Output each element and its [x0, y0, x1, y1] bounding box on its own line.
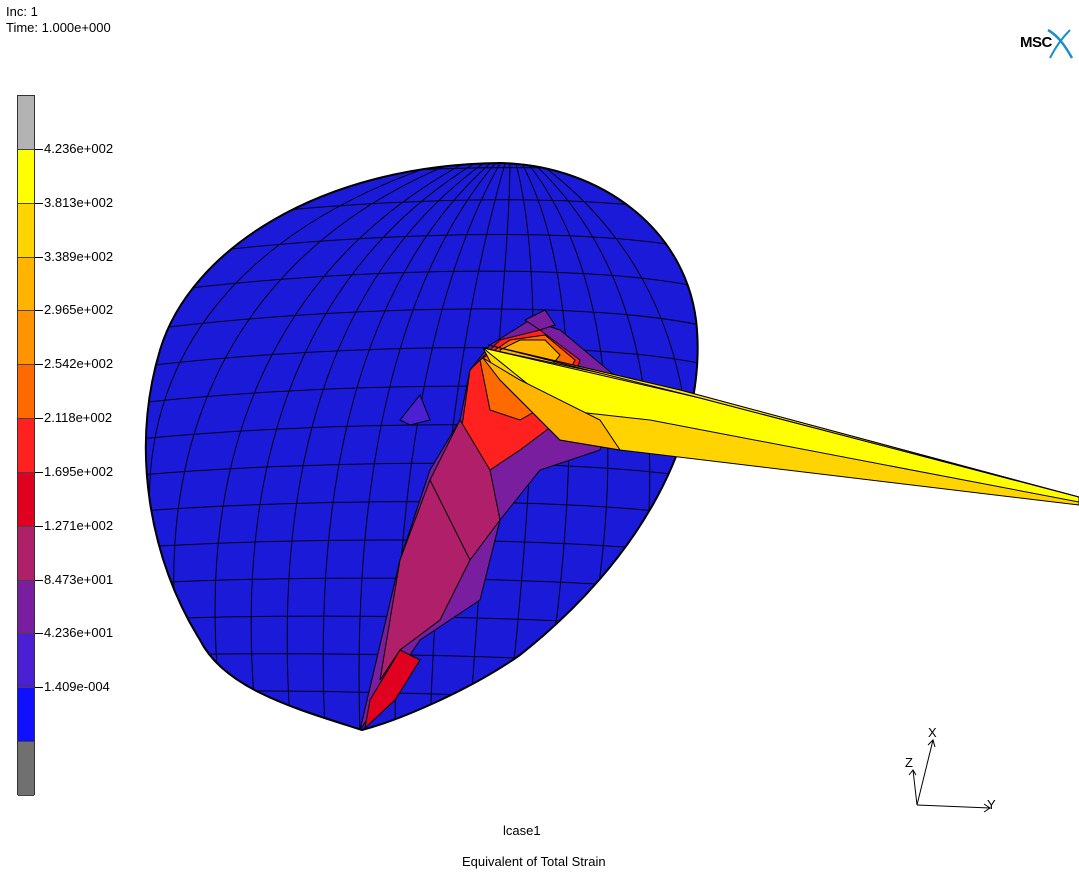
legend-tick-label: 3.813e+002: [44, 194, 114, 210]
legend-band: [18, 634, 34, 689]
legend-band: [18, 365, 34, 420]
legend-band: [18, 311, 34, 366]
legend-band: [18, 688, 34, 743]
legend-tick-mark: [35, 579, 43, 581]
legend-tick-mark: [35, 471, 43, 473]
legend-tick-mark: [35, 148, 43, 150]
legend-tick-label: 1.695e+002: [44, 463, 114, 479]
legend-tick-label: 4.236e+001: [44, 625, 114, 641]
legend-tick-label: 2.542e+002: [44, 356, 114, 372]
legend-band: [18, 742, 34, 796]
legend-tick-label: 3.389e+002: [44, 248, 114, 264]
legend-band: [18, 472, 34, 527]
legend-band: [18, 580, 34, 635]
axis-x-label: X: [928, 725, 937, 740]
increment-label: Inc: 1: [6, 4, 38, 19]
legend-tick-mark: [35, 418, 43, 420]
logo-swirl-icon: [1047, 28, 1074, 59]
axis-triad: X Z Y: [895, 725, 1005, 820]
msc-logo: MSC: [1020, 26, 1076, 62]
deformed-spike: [482, 344, 1079, 506]
legend-tick-mark: [35, 687, 43, 689]
time-label: Time: 1.000e+000: [6, 20, 111, 35]
legend-tick-mark: [35, 633, 43, 635]
legend-band: [18, 257, 34, 312]
logo-text: MSC: [1020, 34, 1052, 51]
axis-y-label: Y: [987, 797, 996, 812]
legend-band: [18, 149, 34, 204]
legend-tick-label: 1.409e-004: [44, 679, 110, 695]
legend-tick-mark: [35, 202, 43, 204]
legend-band: [18, 203, 34, 258]
axis-triad-icon: [908, 739, 991, 813]
legend-tick-label: 4.236e+002: [44, 140, 114, 156]
legend-band: [18, 526, 34, 581]
loadcase-label: lcase1: [503, 823, 541, 838]
legend-band: [18, 419, 34, 473]
legend-tick-mark: [35, 256, 43, 258]
legend-tick-mark: [35, 364, 43, 366]
legend-tick-mark: [35, 525, 43, 527]
legend-tick-label: 8.473e+001: [44, 571, 114, 587]
legend-band: [18, 96, 34, 150]
legend-tick-label: 1.271e+002: [44, 517, 114, 533]
legend-tick-mark: [35, 310, 43, 312]
axis-z-label: Z: [905, 755, 913, 770]
legend-tick-label: 2.965e+002: [44, 302, 114, 318]
legend-tick-label: 2.118e+002: [44, 410, 113, 426]
color-legend-bar: [17, 95, 35, 796]
result-quantity-label: Equivalent of Total Strain: [462, 854, 606, 869]
